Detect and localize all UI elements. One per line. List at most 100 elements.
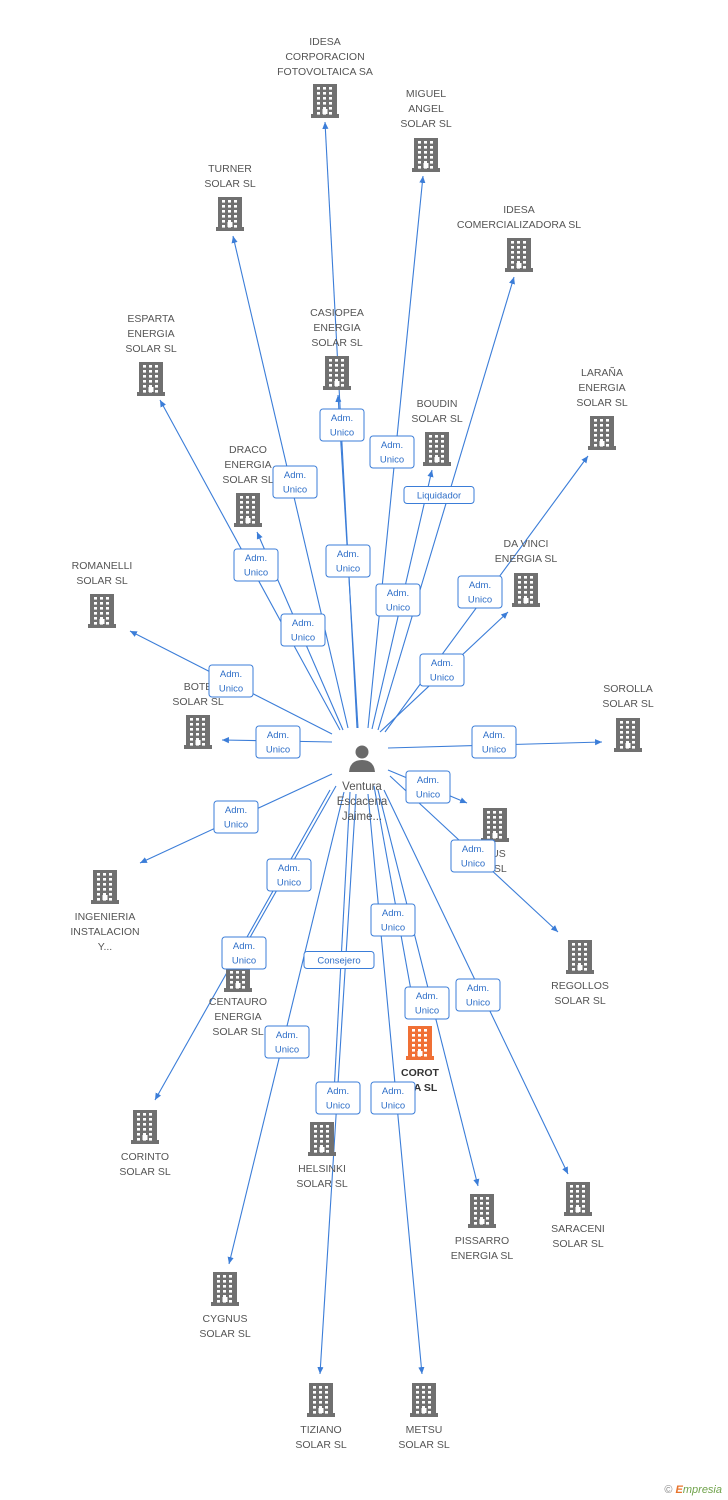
edge-label-sorolla[interactable]: Adm.Unico	[471, 725, 517, 759]
edge-label-turner[interactable]: Adm. Unico	[272, 465, 318, 499]
company-name-line: SOLAR SL	[222, 474, 274, 486]
edge-label-centauro[interactable]: Adm.Unico	[266, 858, 312, 892]
edge-label-text: Adm.	[292, 618, 314, 629]
edge-label-davinci[interactable]: Adm.Unico	[457, 575, 503, 609]
edge-label-text: Unico	[283, 485, 307, 496]
building-icon	[323, 356, 351, 390]
edge-label-text: Consejero	[317, 956, 360, 967]
edge-label-text: Unico	[277, 878, 301, 889]
person-name-line: Escacena	[337, 796, 388, 808]
edge-label-casiopea[interactable]: Adm.Unico	[325, 544, 371, 578]
building-icon	[131, 1110, 159, 1144]
company-name-line: ENERGIA SL	[451, 1250, 514, 1262]
building-icon	[307, 1383, 335, 1417]
company-name-line: SOLAR SL	[296, 1178, 348, 1190]
edge-label-text: Unico	[266, 745, 290, 756]
edge-label-saraceni[interactable]: Adm.Unico	[455, 978, 501, 1012]
company-node-ingenieria[interactable]: INGENIERIAINSTALACIONY...	[70, 870, 140, 953]
edge-label-nervus[interactable]: Adm.Unico	[405, 770, 451, 804]
company-name-line: ENERGIA	[127, 328, 174, 340]
edge-label-text: Adm.	[417, 775, 439, 786]
edge-label-text: Unico	[461, 859, 485, 870]
edge-label-pissarro[interactable]: Adm.Unico	[370, 903, 416, 937]
edge-label-text: Unico	[326, 1101, 350, 1112]
edge-label-text: Adm.	[381, 440, 403, 451]
edge-label-metsu[interactable]: Adm.Unico	[370, 1081, 416, 1115]
edge-label-cygnus[interactable]: Adm.Unico	[264, 1025, 310, 1059]
edge-label-text: Adm.	[462, 844, 484, 855]
company-name-line: SOLAR SL	[204, 178, 256, 190]
company-name-line: FOTOVOLTAICA SA	[277, 66, 373, 78]
edge-label-helsinki[interactable]: Consejero	[303, 951, 375, 969]
edge-label-esparta[interactable]: Adm.Unico	[233, 548, 279, 582]
edge-label-text: Unico	[275, 1045, 299, 1056]
building-icon	[308, 1122, 336, 1156]
edge-label-regollos[interactable]: Adm. Unico	[450, 839, 496, 873]
edge-label-text: Adm.	[245, 553, 267, 564]
edge-label-idesa-corp[interactable]: Adm.Unico	[319, 408, 365, 442]
edge-label-text: Unico	[386, 603, 410, 614]
center-person-node[interactable]: VenturaEscacenaJaime...	[337, 745, 388, 824]
building-icon	[481, 808, 509, 842]
edge-label-text: Unico	[468, 595, 492, 606]
edge-label-boudin[interactable]: Liquidador	[403, 486, 475, 504]
person-name-line: Jaime...	[342, 811, 382, 823]
edge-label-botero[interactable]: Adm. Unico	[255, 725, 301, 759]
edge-label-text: Unico	[482, 745, 506, 756]
edge-label-text: Adm.	[267, 730, 289, 741]
company-name-line: SOROLLA	[603, 683, 653, 695]
edge-label-text: Adm.	[225, 805, 247, 816]
edge-label-text: Adm.	[382, 1086, 404, 1097]
building-icon	[412, 138, 440, 172]
edge-label-ingenieria[interactable]: Adm.Unico	[213, 800, 259, 834]
brand-logo-e: E	[675, 1484, 683, 1496]
edge-labels-layer: Adm.UnicoAdm.UnicoAdm.UnicoAdm.UnicoAdm.…	[208, 408, 517, 1115]
edge-label-corinto[interactable]: Adm.Unico	[221, 936, 267, 970]
edge-label-miguel-angel[interactable]: Adm.Unico	[369, 435, 415, 469]
company-name-line: SOLAR SL	[400, 118, 452, 130]
company-name-line: COMERCIALIZADORA SL	[457, 219, 581, 231]
edge-label-text: Adm.	[284, 470, 306, 481]
edge-label-romanelli[interactable]: Adm.Unico	[208, 664, 254, 698]
building-icon	[564, 1182, 592, 1216]
company-name-line: ENERGIA	[214, 1011, 261, 1023]
building-icon	[512, 573, 540, 607]
edge-label-tiziano[interactable]: Adm.Unico	[315, 1081, 361, 1115]
company-name-line: INSTALACION	[70, 926, 139, 938]
company-name-line: SOLAR SL	[398, 1439, 450, 1451]
edge-label-corot[interactable]: Adm.Unico	[404, 986, 450, 1020]
company-name-line: CORINTO	[121, 1151, 169, 1163]
edge-label-idesa-com[interactable]: Adm.Unico	[375, 583, 421, 617]
edge-label-text: Liquidador	[417, 491, 461, 502]
edge-label-larana[interactable]: Adm.Unico	[419, 653, 465, 687]
brand-logo-text: mpresia	[682, 1484, 722, 1496]
company-name-line: COROT	[401, 1067, 440, 1079]
edge-label-text: Unico	[291, 633, 315, 644]
edge-label-draco[interactable]: Adm. Unico	[280, 613, 326, 647]
company-name-line: REGOLLOS	[551, 980, 609, 992]
